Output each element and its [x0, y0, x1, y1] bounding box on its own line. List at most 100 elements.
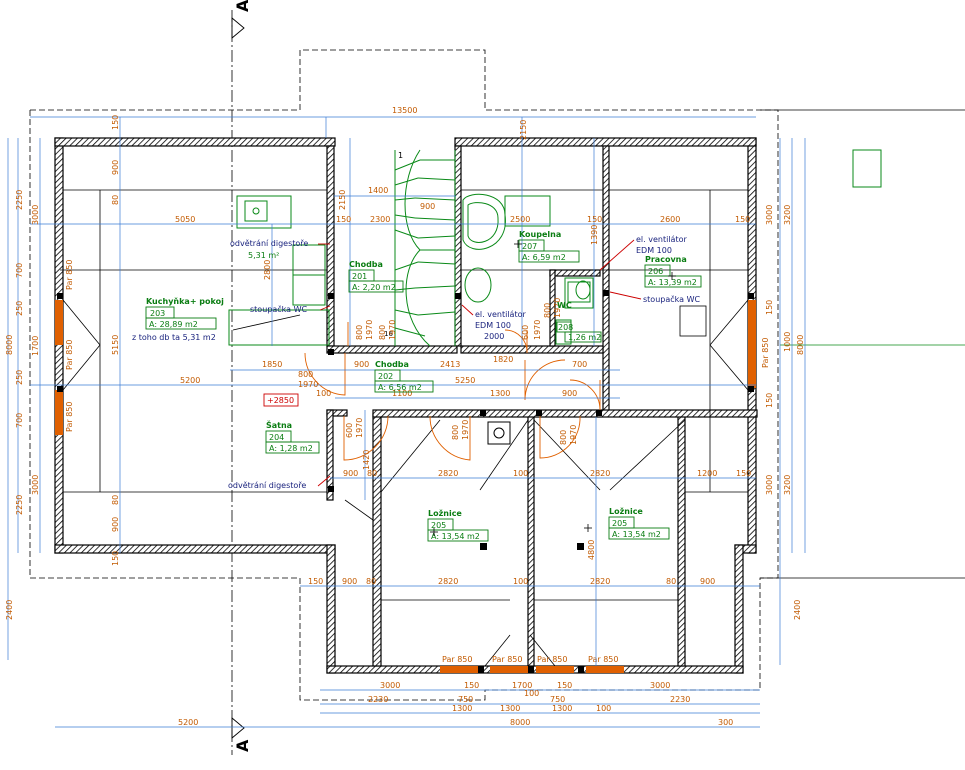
note-stoupacka-2: stoupačka WC [643, 294, 700, 304]
notes: odvětrání digestoře 5,31 m² stoupačka WC… [228, 235, 700, 490]
svg-text:Ložnice: Ložnice [428, 509, 462, 518]
dim-label: 2500 [510, 215, 530, 224]
dim-label: 250 [15, 301, 24, 316]
room-chodba-201: Chodba 201 A: 2,20 m2 [348, 260, 404, 293]
dim-label: 2400 [5, 600, 14, 620]
svg-text:A: 6,56 m2: A: 6,56 m2 [378, 383, 422, 392]
dim-label: 1300 [552, 704, 572, 713]
dim-label: 600 [345, 423, 354, 438]
stair-end: 16 [384, 330, 393, 338]
svg-text:203: 203 [150, 309, 165, 318]
dim-label: 800 [559, 430, 568, 445]
roof-outline [29, 49, 965, 701]
note-ventilator-1b: EDM 100 [636, 246, 672, 255]
window-label: Par 850 [65, 260, 74, 290]
dim-label: 1100 [392, 389, 412, 398]
dim-label: 250 [15, 370, 24, 385]
dim-label: 700 [15, 263, 24, 278]
dim-label: 1300 [452, 704, 472, 713]
dim-label: 80 [666, 577, 676, 586]
dim-label: 8000 [5, 335, 14, 355]
dim-label: 1970 [533, 320, 542, 340]
svg-text:A: 1,28 m2: A: 1,28 m2 [269, 444, 313, 453]
room-pracovna: Pracovna 206 A: 13,39 m2 [644, 255, 702, 288]
note-odvetrani-2: odvětrání digestoře [228, 481, 306, 490]
dim-label: 900 [343, 469, 358, 478]
dim-label: 100 [513, 469, 528, 478]
room-wc: WC 208 1,26 m2 [556, 301, 602, 343]
dim-label: 2250 [15, 495, 24, 515]
dim-label: 1970 [569, 425, 578, 445]
dim-label: 1200 [697, 469, 717, 478]
dim-label: 700 [15, 413, 24, 428]
dim-label: 3000 [380, 681, 400, 690]
dim-label: 2250 [15, 190, 24, 210]
svg-text:A: 28,89 m2: A: 28,89 m2 [149, 320, 198, 329]
dim-label: 150 [587, 215, 602, 224]
dim-label: 3000 [31, 205, 40, 225]
dim-label: 900 [420, 202, 435, 211]
dim-label: 2820 [438, 577, 458, 586]
svg-text:1,26 m2: 1,26 m2 [568, 333, 601, 342]
dim-label: 8000 [510, 718, 530, 727]
dim-label: 150 [557, 681, 572, 690]
dim-label: 4800 [587, 540, 596, 560]
dim-label: 8000 [796, 335, 805, 355]
dimension-lines [7, 116, 806, 728]
staircase: 1 16 [384, 149, 456, 347]
dim-label: 2300 [370, 215, 390, 224]
dim-label: 2150 [338, 190, 347, 210]
svg-text:A: 13,54 m2: A: 13,54 m2 [431, 532, 480, 541]
dim-label: 3200 [783, 205, 792, 225]
dim-label: 2400 [793, 600, 802, 620]
dim-label: 750 [550, 695, 565, 704]
dim-label: 2150 [519, 120, 528, 140]
dim-label: 2820 [438, 469, 458, 478]
doors [304, 322, 601, 461]
room-loznice-1: Ložnice 205 A: 13,54 m2 [427, 509, 489, 542]
dim-label: 800 [378, 325, 387, 340]
svg-text:Kuchyňka+ pokoj: Kuchyňka+ pokoj [146, 297, 224, 306]
window-label: Par 850 [442, 655, 472, 664]
dim-label: 2820 [590, 469, 610, 478]
svg-text:205: 205 [431, 521, 446, 530]
dim-label: 150 [735, 215, 750, 224]
svg-text:Chodba: Chodba [375, 360, 409, 369]
dim-label: 150 [765, 300, 774, 315]
svg-text:A: 13,39 m2: A: 13,39 m2 [648, 278, 697, 287]
dim-label: 800 [543, 303, 552, 318]
svg-text:WC: WC [557, 301, 572, 310]
dim-label: 150 [308, 577, 323, 586]
dim-label: 5250 [455, 376, 475, 385]
svg-text:Ložnice: Ložnice [609, 507, 643, 516]
window-label: Par 850 [492, 655, 522, 664]
svg-text:A: 6,59 m2: A: 6,59 m2 [522, 253, 566, 262]
dim-label: 3000 [31, 475, 40, 495]
columns [57, 290, 754, 673]
section-mark-bottom: A [233, 739, 252, 752]
dim-label: 1700 [31, 336, 40, 356]
window-label: Par 850 [65, 340, 74, 370]
dim-label: 5050 [175, 215, 195, 224]
dim-label: 150 [111, 115, 120, 130]
cross-markers [430, 240, 676, 536]
dim-label: 800 [298, 370, 313, 379]
note-ventilator-1a: el. ventilátor [636, 235, 687, 244]
room-chodba-202: Chodba 202 A: 6,56 m2 [374, 360, 434, 393]
dim-label: 1390 [590, 225, 599, 245]
dim-label: 1970 [461, 420, 470, 440]
room-satna: Šatna 204 A: 1,28 m2 [265, 419, 320, 454]
dim-label: 100 [316, 389, 331, 398]
dim-label: 2800 [263, 260, 272, 280]
dim-label: 5200 [180, 376, 200, 385]
dim-label: 80 [111, 495, 120, 505]
dim-label: 150 [336, 215, 351, 224]
dim-label: 900 [342, 577, 357, 586]
dim-label: 150 [765, 393, 774, 408]
window-label: Par 850 [588, 655, 618, 664]
bathroom-fixtures [462, 193, 707, 345]
svg-text:Pracovna: Pracovna [645, 255, 687, 264]
dim-label: 800 [451, 425, 460, 440]
window-label: Par 850 [761, 338, 770, 368]
